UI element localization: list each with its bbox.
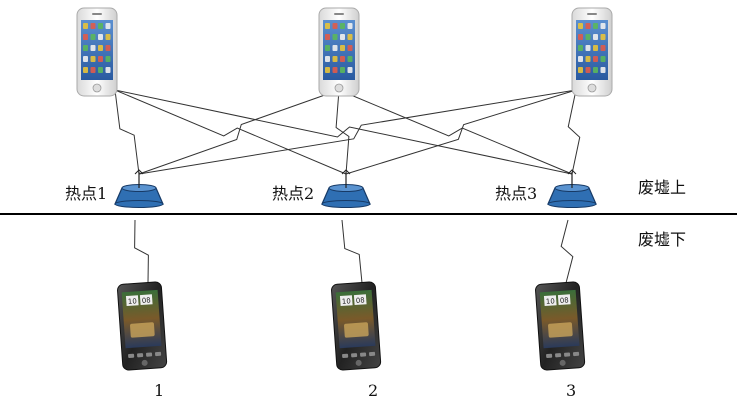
above-ruins-label: 废墟上 [638, 178, 687, 197]
link-hotspot-1-survivor-1 [134, 219, 149, 284]
hotspot-3 [547, 169, 597, 208]
survivor-phone-2: 10 08 [331, 281, 382, 371]
survivor-phone-3: 10 08 [535, 281, 586, 371]
svg-text:08: 08 [560, 296, 569, 305]
hotspots [114, 169, 597, 208]
svg-text:08: 08 [142, 296, 151, 305]
survivor-phone-1: 10 08 [117, 281, 168, 371]
link-hotspot-3-survivor-3 [560, 219, 574, 284]
link-rescuer-3-hotspot-3 [567, 89, 581, 175]
rescuer-phone-3 [571, 7, 613, 97]
survivor-phones: 10 08 10 08 10 08 [117, 281, 586, 371]
link-rescuer-3-hotspot-2 [345, 89, 577, 175]
hotspot-label-3: 热点3 [495, 184, 538, 203]
svg-text:10: 10 [128, 297, 137, 306]
link-rescuer-1-hotspot-3 [114, 89, 573, 175]
rescuer-phone-2 [318, 7, 360, 97]
rescuer-phones [76, 7, 613, 97]
hotspot-label-2: 热点2 [272, 184, 315, 203]
survivor-phone-label-2: 2 [368, 381, 379, 400]
link-rescuer-2-hotspot-3 [338, 89, 573, 175]
below-ruins-label: 废墟下 [638, 230, 687, 249]
link-rescuer-2-hotspot-1 [138, 89, 340, 175]
svg-text:08: 08 [356, 296, 365, 305]
svg-text:10: 10 [342, 297, 351, 306]
link-rescuer-3-hotspot-1 [138, 89, 577, 175]
wireless-links [114, 89, 581, 284]
link-hotspot-2-survivor-2 [341, 219, 363, 284]
hotspot-1 [114, 169, 164, 208]
link-rescuer-1-hotspot-1 [114, 89, 140, 175]
survivor-phone-label-1: 1 [154, 381, 165, 400]
survivor-phone-label-3: 3 [566, 381, 577, 400]
hotspot-label-1: 热点1 [65, 184, 108, 203]
link-rescuer-1-hotspot-2 [114, 89, 347, 175]
hotspot-2 [321, 169, 371, 208]
rescuer-phone-1 [76, 7, 118, 97]
svg-text:10: 10 [546, 297, 555, 306]
link-rescuer-2-hotspot-2 [335, 89, 350, 175]
